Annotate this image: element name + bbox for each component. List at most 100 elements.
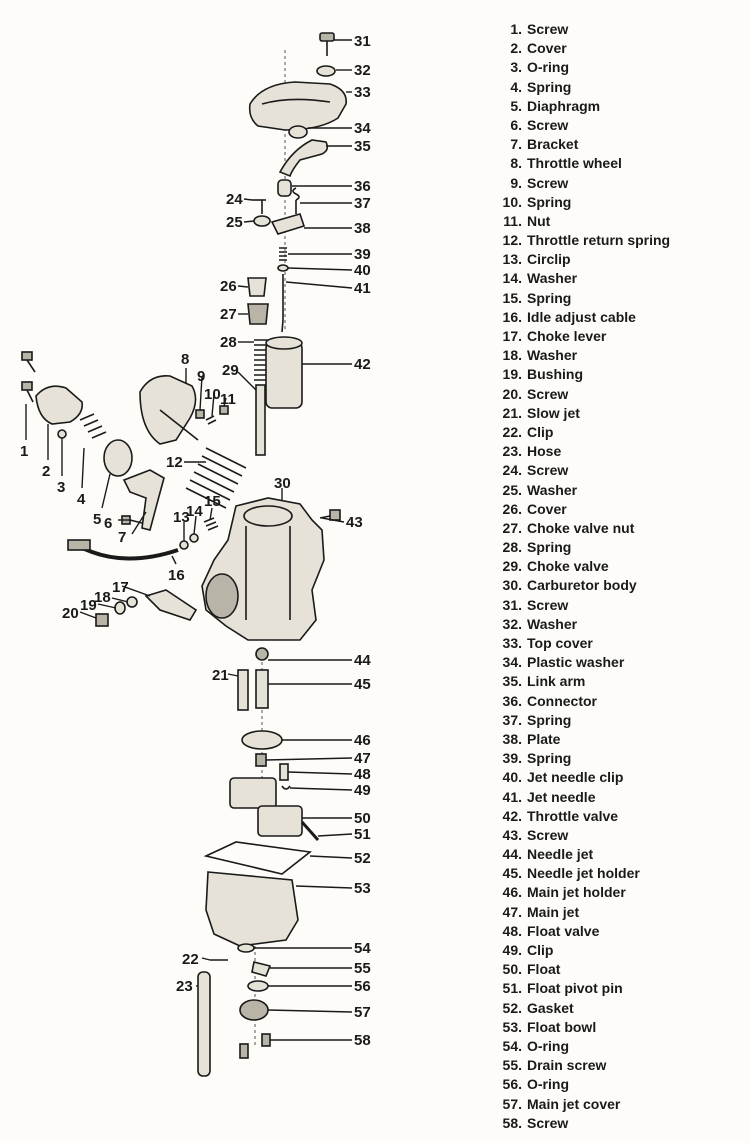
legend-part-name: O-ring: [527, 1037, 569, 1054]
legend-number: 25.: [502, 481, 522, 498]
legend-number: 41.: [502, 788, 522, 805]
part-47-main-jet: [255, 753, 267, 767]
legend-part-name: Screw: [527, 385, 569, 402]
callout-labels: 31 32 33 34 35 36 37 38 39 40 41 42 43 4…: [20, 33, 371, 1049]
legend-item: 5.Diaphragm: [488, 97, 750, 116]
legend-number: 13.: [502, 251, 522, 268]
callout-15: 15: [204, 493, 221, 510]
part-39-spring: [279, 247, 287, 261]
part-13-circlip: [179, 540, 189, 550]
callout-38: 38: [354, 220, 371, 237]
legend-item: 27.Choke valve nut: [488, 519, 750, 538]
legend-item: 29.Choke valve: [488, 557, 750, 576]
callout-57: 57: [354, 1004, 371, 1021]
legend-number: 19.: [502, 366, 522, 383]
legend-number: 43.: [502, 826, 522, 843]
legend-number: 27.: [502, 519, 522, 536]
callout-29: 29: [222, 362, 239, 379]
legend-item: 35.Link arm: [488, 672, 750, 691]
part-4-spring: [79, 413, 107, 439]
legend-part-name: Throttle return spring: [527, 232, 671, 249]
legend-item: 38.Plate: [488, 730, 750, 749]
legend-part-name: Slow jet: [527, 404, 580, 421]
callout-39: 39: [354, 246, 371, 263]
part-53-float-bowl: [205, 871, 299, 947]
callout-8: 8: [181, 351, 189, 368]
legend-number: 7.: [510, 136, 522, 153]
legend-number: 37.: [502, 711, 522, 728]
legend-item: 45.Needle jet holder: [488, 864, 750, 883]
legend-item: 47.Main jet: [488, 903, 750, 922]
legend-part-name: Jet needle clip: [527, 769, 624, 786]
part-42-throttle-valve: [265, 336, 303, 409]
part-41-jet-needle: [281, 274, 284, 333]
callout-56: 56: [354, 978, 371, 995]
legend-number: 47.: [502, 903, 522, 920]
legend-item: 2.Cover: [488, 39, 750, 58]
callout-33: 33: [354, 84, 371, 101]
legend-item: 33.Top cover: [488, 634, 750, 653]
legend-item: 50.Float: [488, 960, 750, 979]
legend-item: 56. O-ring: [488, 1075, 750, 1094]
callout-52: 52: [354, 850, 371, 867]
callout-35: 35: [354, 138, 371, 155]
callout-43: 43: [346, 514, 363, 531]
callout-4: 4: [77, 491, 86, 508]
legend-number: 58.: [502, 1114, 522, 1131]
legend-item: 53.Float bowl: [488, 1018, 750, 1037]
callout-40: 40: [354, 262, 371, 279]
legend-number: 8.: [510, 155, 522, 172]
legend-part-name: O-ring: [527, 59, 569, 76]
part-32-washer: [316, 65, 336, 77]
part-48-float-valve: [279, 763, 289, 781]
callout-3: 3: [57, 479, 65, 496]
part-17-choke-lever: [144, 589, 198, 621]
callout-11: 11: [220, 391, 236, 408]
legend-number: 21.: [502, 404, 522, 421]
part-5-diaphragm: [103, 439, 133, 477]
legend-number: 49.: [502, 942, 522, 958]
legend-part-name: Washer: [527, 347, 578, 364]
part-20-screw: [95, 613, 109, 627]
legend-number: 36.: [502, 692, 522, 709]
legend-number: 52.: [502, 999, 522, 1016]
legend-item: 49.Clip: [488, 941, 750, 960]
legend-number: 42.: [502, 807, 522, 824]
callout-55: 55: [354, 960, 371, 977]
legend-part-name: Choke lever: [527, 328, 607, 344]
legend-item: 16.Idle adjust cable: [488, 308, 750, 327]
legend-item: 1.Screw: [488, 20, 750, 39]
legend-number: 4.: [510, 78, 522, 95]
legend-number: 9.: [510, 174, 522, 191]
part-10-spring: [205, 415, 217, 425]
legend-number: 34.: [502, 654, 522, 671]
legend-part-name: Carburetor body: [527, 577, 637, 594]
leader-lines: [25, 39, 353, 1041]
legend-item: 31.Screw: [488, 596, 750, 615]
legend-number: 44.: [502, 846, 522, 863]
legend-part-name: Jet needle: [527, 788, 596, 805]
legend-number: 56.: [502, 1076, 522, 1093]
part-3-o-ring: [57, 429, 67, 439]
legend-part-name: Spring: [527, 750, 572, 767]
callout-32: 32: [354, 62, 371, 79]
legend-item: 39.Spring: [488, 749, 750, 768]
legend-number: 45.: [502, 865, 522, 882]
legend-part-name: Screw: [527, 462, 569, 479]
legend-item: 13.Circlip: [488, 250, 750, 269]
legend-item: 12.Throttle return spring: [488, 231, 750, 250]
part-36-connector: [277, 179, 292, 197]
part-2-cover: [35, 385, 84, 425]
legend-part-name: Main jet cover: [527, 1095, 621, 1112]
legend-item: 36.Connector: [488, 692, 750, 711]
legend-item: 41. Jet needle: [488, 788, 750, 807]
part-25-washer: [253, 215, 271, 227]
legend-number: 2.: [510, 40, 522, 57]
legend-part-name: Plastic washer: [527, 654, 625, 671]
legend-number: 18.: [502, 347, 522, 364]
callout-36: 36: [354, 178, 371, 195]
legend-item: 15.Spring: [488, 289, 750, 308]
callout-27: 27: [220, 306, 237, 323]
part-34-plastic-washer: [288, 125, 308, 139]
legend-part-name: O-ring: [527, 1076, 569, 1093]
